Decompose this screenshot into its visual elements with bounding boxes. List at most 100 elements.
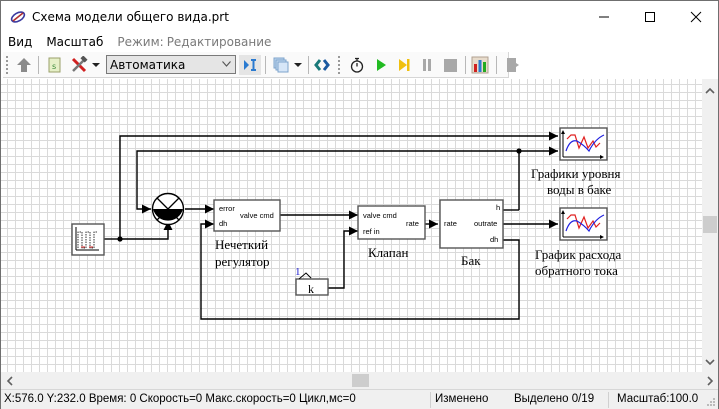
valve-block[interactable]: valve cmd ref in rate Клапан [357, 205, 426, 260]
layers-icon [273, 57, 289, 73]
step-button[interactable] [394, 55, 414, 75]
dropdown-arrow-icon [92, 63, 100, 67]
toolbar-separator [265, 56, 266, 74]
tank-block[interactable]: rate h outrate dh Бак [439, 199, 504, 268]
exit-button[interactable] [503, 55, 523, 75]
chevron-down-icon [705, 359, 715, 366]
tools-dropdown[interactable] [91, 55, 101, 75]
title-bar: Схема модели общего вида.prt [1, 1, 718, 32]
status-coords: X:576.0 Y:232.0 Время: 0 Скорость=0 Макс… [4, 393, 356, 405]
diagram-canvas[interactable]: error dh valve cmd Нечеткий регулятор va… [1, 79, 702, 372]
port-rate-out: rate [406, 219, 419, 228]
tools-button[interactable] [69, 55, 89, 75]
plot-flow-label-line2: обратного тока [535, 263, 618, 278]
fuzzy-controller-label-line1: Нечеткий [215, 237, 268, 252]
port-outrate: outrate [474, 219, 497, 228]
summator-block[interactable] [151, 192, 185, 226]
status-scale: Масштаб:100.0 [617, 393, 699, 405]
app-logo-icon [10, 10, 26, 23]
mode-value: Редактирование [166, 35, 272, 49]
toolbar-separator [496, 56, 497, 74]
up-arrow-icon [17, 58, 31, 72]
status-divider [430, 392, 431, 408]
status-divider [608, 392, 609, 408]
wire-dh-feedback [200, 219, 520, 320]
diagram: error dh valve cmd Нечеткий регулятор va… [71, 127, 622, 320]
toolbar-grip[interactable] [338, 56, 340, 74]
pause-icon [423, 59, 431, 71]
junction-dot [516, 148, 522, 154]
refresh-icon [314, 59, 330, 71]
refresh-button[interactable] [312, 55, 332, 75]
script-icon: s [48, 57, 61, 73]
port-ref-in: ref in [363, 227, 380, 236]
layers-button[interactable] [271, 55, 291, 75]
step-into-button[interactable] [239, 55, 261, 75]
horizontal-scroll-thumb[interactable] [352, 374, 369, 387]
scroll-corner [702, 372, 718, 389]
fuzzy-controller-block[interactable]: error dh valve cmd Нечеткий регулятор [213, 199, 281, 269]
toolbar-separator [465, 56, 466, 74]
horizontal-scrollbar[interactable] [1, 372, 702, 389]
stopwatch-icon [350, 57, 364, 73]
maximize-button[interactable] [627, 1, 673, 32]
up-button[interactable] [14, 55, 34, 75]
script-button[interactable]: s [44, 55, 64, 75]
minimize-icon [599, 16, 609, 17]
menu-scale[interactable]: Масштаб [46, 35, 104, 49]
junction-dot [117, 236, 123, 242]
stop-button[interactable] [440, 55, 460, 75]
step-into-icon [244, 59, 256, 71]
maximize-icon [645, 11, 655, 22]
port-valve-cmd-out: valve cmd [240, 211, 274, 220]
wire-setpoint-to-summator [120, 221, 173, 240]
wire-level-feedback [136, 150, 520, 214]
wire-setpoint-to-plot [119, 131, 558, 239]
vertical-scroll-thumb[interactable] [703, 216, 717, 233]
toolbar-separator [38, 56, 39, 74]
svg-text:s: s [52, 62, 56, 71]
constant-value: k [308, 282, 314, 296]
mode-label: Режим: [117, 35, 164, 49]
valve-label: Клапан [368, 245, 408, 260]
port-error: error [219, 204, 235, 213]
port-rate-in: rate [444, 219, 457, 228]
exit-icon [507, 58, 519, 72]
layers-dropdown[interactable] [293, 55, 303, 75]
fuzzy-controller-label-line2: регулятор [215, 254, 270, 269]
close-button[interactable] [673, 1, 719, 32]
stop-icon [444, 59, 457, 72]
plot-flow-label-line1: График расхода [535, 247, 622, 262]
plot-level-label-line2: воды в баке [547, 182, 612, 197]
window-title: Схема модели общего вида.prt [32, 9, 229, 24]
menu-view[interactable]: Вид [8, 35, 33, 49]
toolbar-grip[interactable] [6, 56, 8, 74]
close-icon [690, 11, 702, 22]
constant-block[interactable]: k 1 [295, 266, 329, 296]
port-dh: dh [219, 219, 227, 228]
menu-bar: Вид Масштаб Режим: Редактирование [1, 32, 718, 52]
tools-icon [71, 56, 88, 73]
status-modified: Изменено [435, 393, 489, 405]
chevron-right-icon [707, 376, 714, 386]
chart-button[interactable] [470, 55, 490, 75]
port-h: h [496, 203, 500, 212]
play-button[interactable] [371, 55, 391, 75]
vertical-scrollbar[interactable] [702, 79, 718, 372]
chart-icon [471, 56, 489, 74]
minimize-button[interactable] [581, 1, 627, 32]
toolbar-separator [308, 56, 309, 74]
chevron-down-icon [222, 61, 231, 67]
wire-ref-in [328, 226, 358, 289]
constant-index: 1 [295, 266, 301, 278]
pause-button[interactable] [417, 55, 437, 75]
solver-select[interactable]: Автоматика [106, 55, 236, 74]
chevron-left-icon [6, 376, 13, 386]
stopwatch-button[interactable] [347, 55, 367, 75]
tank-label: Бак [461, 253, 481, 268]
resize-grip-icon[interactable] [706, 397, 716, 407]
step-icon [399, 59, 410, 71]
generator-block[interactable] [71, 223, 105, 256]
plot-level-block[interactable]: Графики уровня воды в баке [531, 127, 620, 197]
plot-flow-block[interactable]: График расхода обратного тока [535, 207, 622, 278]
